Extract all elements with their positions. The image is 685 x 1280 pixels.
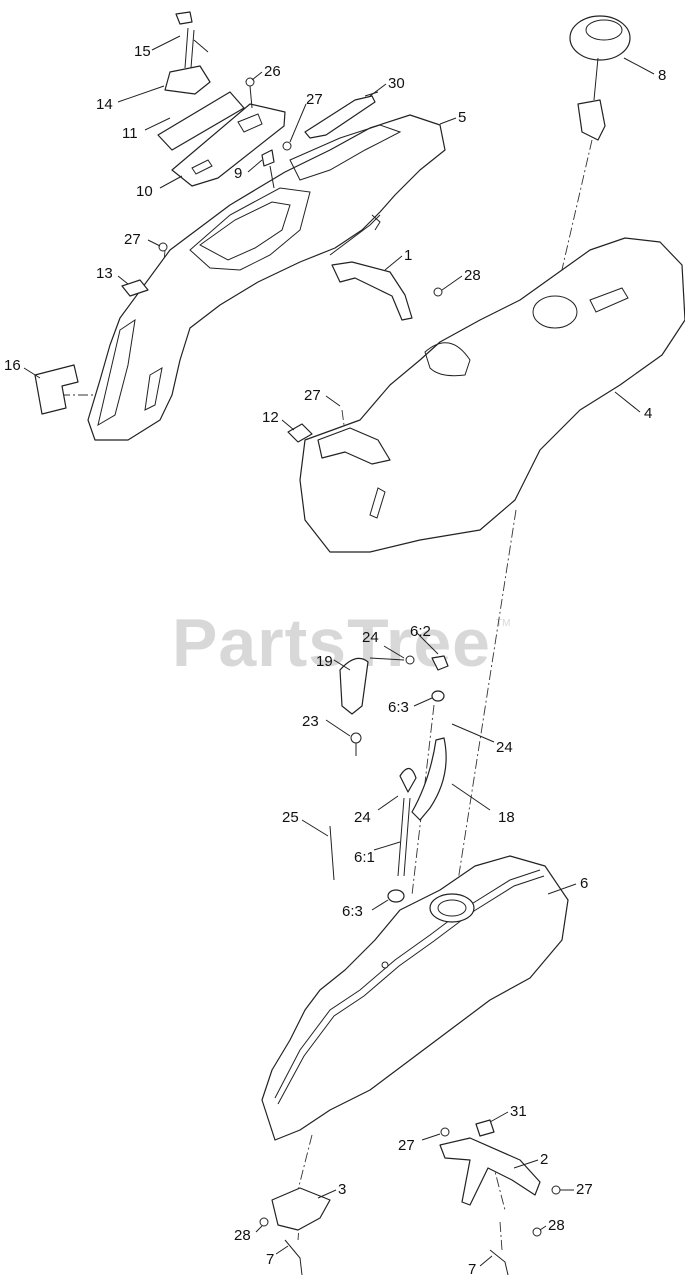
lower-bracket-part[interactable] xyxy=(259,1187,331,1231)
callout-15: 15 xyxy=(134,43,151,60)
callout-7: 7 xyxy=(266,1251,274,1268)
callout-1: 1 xyxy=(404,247,412,264)
hose-assembly[interactable] xyxy=(329,655,449,903)
callout-27: 27 xyxy=(306,91,323,108)
callout-27: 27 xyxy=(576,1181,593,1198)
fuel-cap-part[interactable] xyxy=(569,15,631,141)
console-panel-part[interactable] xyxy=(87,114,446,441)
decal-strip-part[interactable] xyxy=(304,91,379,139)
callout-19: 19 xyxy=(316,653,333,670)
callout-27: 27 xyxy=(398,1137,415,1154)
control-lever-part[interactable] xyxy=(164,11,211,95)
callout-28: 28 xyxy=(234,1227,251,1244)
callout-24: 24 xyxy=(496,739,513,756)
callout-12: 12 xyxy=(262,409,279,426)
callout-27: 27 xyxy=(304,387,321,404)
callout-26: 26 xyxy=(264,63,281,80)
callout-14: 14 xyxy=(96,96,113,113)
callout-10: 10 xyxy=(136,183,153,200)
callout-23: 23 xyxy=(302,713,319,730)
callout-31: 31 xyxy=(510,1103,527,1120)
callout-leaders xyxy=(23,35,655,1267)
callout-18: 18 xyxy=(498,809,515,826)
callout-27: 27 xyxy=(124,231,141,248)
callout-7: 7 xyxy=(468,1261,476,1278)
callout-6-3: 6:3 xyxy=(388,699,409,716)
bracket-part[interactable] xyxy=(331,261,443,321)
decal-part[interactable] xyxy=(34,364,79,415)
callout-25: 25 xyxy=(282,809,299,826)
tank-bracket-part[interactable] xyxy=(439,1119,561,1237)
clip-parts[interactable] xyxy=(284,1239,509,1276)
callout-13: 13 xyxy=(96,265,113,282)
callout-3: 3 xyxy=(338,1181,346,1198)
callout-24: 24 xyxy=(354,809,371,826)
callout-9: 9 xyxy=(234,165,242,182)
callout-24: 24 xyxy=(362,629,379,646)
plate-part[interactable] xyxy=(157,91,286,187)
callout-16: 16 xyxy=(4,357,21,374)
callout-6-1: 6:1 xyxy=(354,849,375,866)
callout-11: 11 xyxy=(122,125,138,142)
callout-6-3: 6:3 xyxy=(342,903,363,920)
callout-8: 8 xyxy=(658,67,666,84)
callout-2: 2 xyxy=(540,1151,548,1168)
callout-5: 5 xyxy=(458,109,466,126)
cover-part[interactable] xyxy=(299,237,685,553)
callout-28: 28 xyxy=(464,267,481,284)
callout-labels: 15 14 11 10 26 30 27 5 9 8 27 13 1 28 16… xyxy=(4,43,666,1278)
callout-28: 28 xyxy=(548,1217,565,1234)
clip-part[interactable] xyxy=(287,423,391,465)
callout-4: 4 xyxy=(644,405,652,422)
callout-6: 6 xyxy=(580,875,588,892)
callout-6-2: 6:2 xyxy=(410,623,431,640)
fuel-tank-part[interactable] xyxy=(261,855,569,1141)
watermark-trademark: TM xyxy=(496,618,510,629)
callout-30: 30 xyxy=(388,75,405,92)
